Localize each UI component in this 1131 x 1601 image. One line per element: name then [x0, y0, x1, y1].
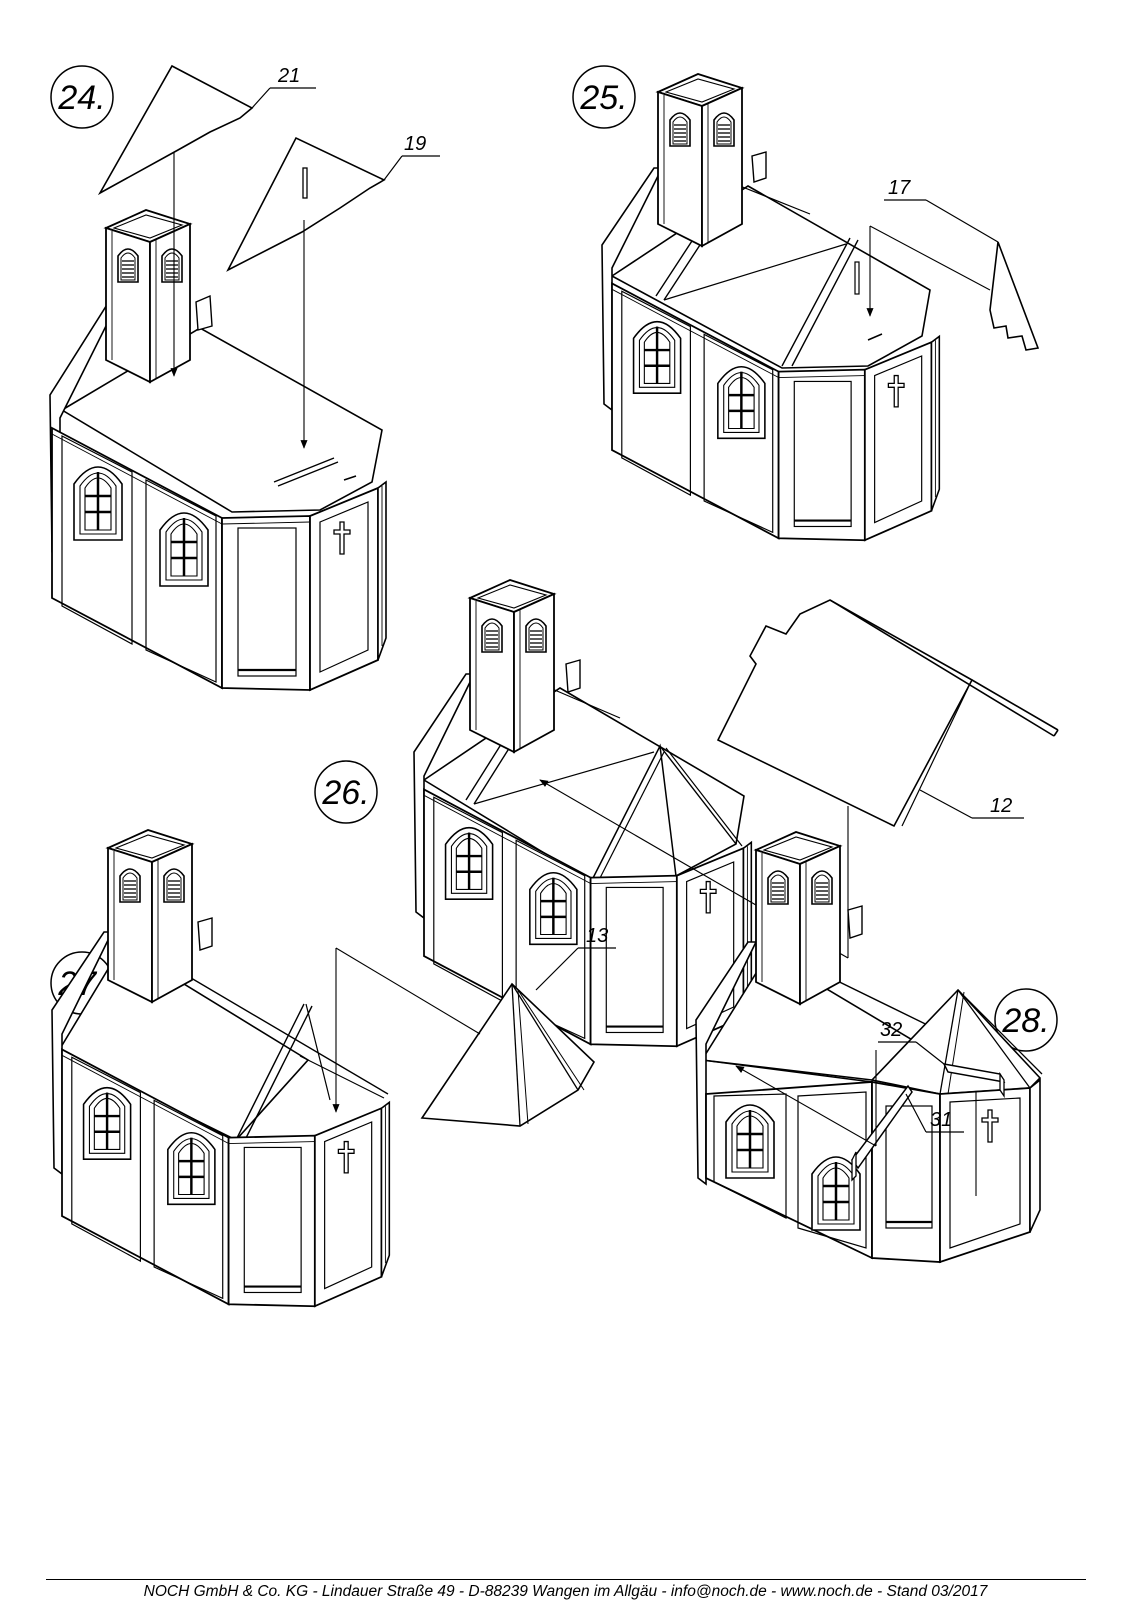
gable-part	[97, 64, 254, 196]
step-number: 28.	[1001, 1002, 1049, 1040]
step-28: 28. 31	[695, 832, 1058, 1264]
step-25: 25. 17	[572, 65, 1040, 540]
step-badge	[50, 65, 114, 129]
step-badge	[572, 65, 636, 129]
roof-part	[716, 599, 974, 828]
part-number: 21	[277, 65, 300, 87]
step-27: 27. 13	[50, 830, 616, 1306]
step-number: 24.	[57, 79, 105, 117]
part-number: 17	[888, 177, 911, 199]
assembly-arrow-icon	[539, 779, 717, 883]
part-number: 12	[990, 795, 1012, 817]
part-number: 31	[930, 1109, 952, 1131]
gable-part	[226, 136, 386, 272]
step-number: 25.	[579, 79, 627, 117]
part-number: 32	[880, 1019, 902, 1041]
step-26: 26. 12	[314, 580, 1059, 1046]
step-badge	[994, 988, 1058, 1052]
step-badge	[314, 760, 378, 824]
footer-divider	[46, 1579, 1086, 1580]
footer-text: NOCH GmbH & Co. KG - Lindauer Straße 49 …	[143, 1583, 988, 1600]
gable-part	[989, 241, 1040, 351]
step-number: 26.	[321, 774, 369, 812]
part-number: 13	[586, 925, 608, 947]
assembly-arrow-icon	[735, 1065, 877, 1147]
step-24: 24. 21 19	[49, 64, 440, 690]
apse-roof-part	[420, 982, 596, 1127]
part-number: 19	[404, 133, 426, 155]
